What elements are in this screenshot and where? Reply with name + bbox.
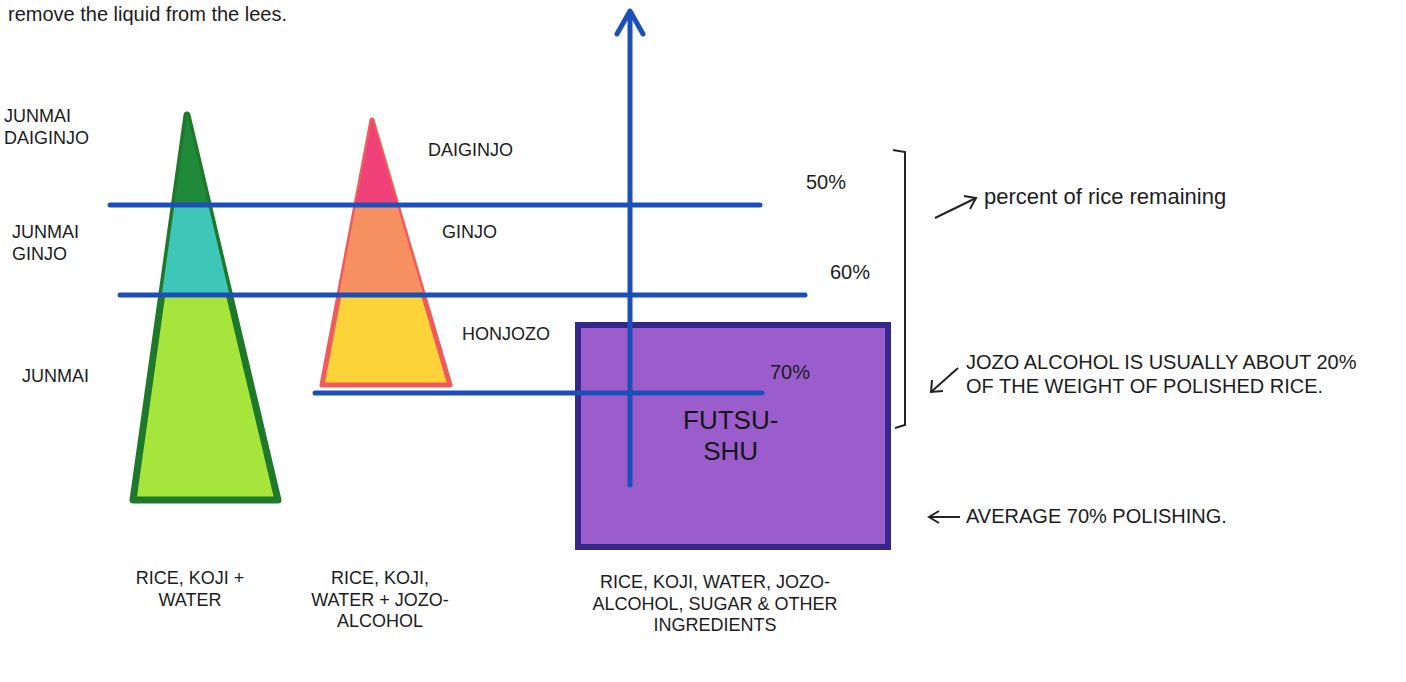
grade-label: JUNMAI [22, 366, 122, 388]
note-text: AVERAGE 70% POLISHING. [966, 504, 1366, 528]
percent-value: 60% [830, 260, 900, 284]
leader-arrowhead [929, 511, 939, 523]
grade-label: JUNMAI DAIGINJO [4, 106, 116, 149]
ingredients-label: RICE, KOJI, WATER + JOZO-ALCOHOL [300, 568, 460, 633]
axis-arrow [628, 14, 633, 485]
futsushu-box [578, 325, 888, 547]
triangle-band [162, 205, 230, 295]
grade-label: HONJOZO [462, 324, 572, 346]
grade-line [315, 391, 762, 396]
leader-arrow [929, 516, 960, 518]
axis-note: percent of rice remaining [984, 184, 1284, 210]
percent-value: 70% [770, 360, 840, 384]
leader-arrowhead [964, 196, 976, 209]
ingredients-label: RICE, KOJI, WATER, JOZO-ALCOHOL, SUGAR &… [565, 572, 865, 637]
axis-arrowhead [617, 11, 643, 34]
grade-label: JUNMAI GINJO [12, 222, 96, 265]
grade-label: GINJO [442, 222, 542, 244]
futsushu-box: FUTSU- SHU [578, 325, 888, 547]
triangle-band [356, 120, 397, 205]
grade-line [110, 203, 760, 208]
triangle-band [174, 115, 208, 205]
triangle-band [339, 205, 424, 295]
node-text: FUTSU- SHU [683, 405, 778, 467]
leader-arrow [931, 368, 958, 392]
note-text: JOZO ALCOHOL IS USUALLY ABOUT 20% OF THE… [966, 350, 1376, 398]
grade-label: DAIGINJO [428, 140, 548, 162]
percent-value: 50% [806, 170, 876, 194]
ingredients-label: RICE, KOJI + WATER [120, 568, 260, 611]
bracket [893, 150, 905, 428]
note-text: remove the liquid from the lees. [8, 2, 408, 26]
grade-line [120, 293, 805, 298]
junmai-triangle [133, 115, 278, 500]
leader-arrowhead [931, 380, 943, 392]
